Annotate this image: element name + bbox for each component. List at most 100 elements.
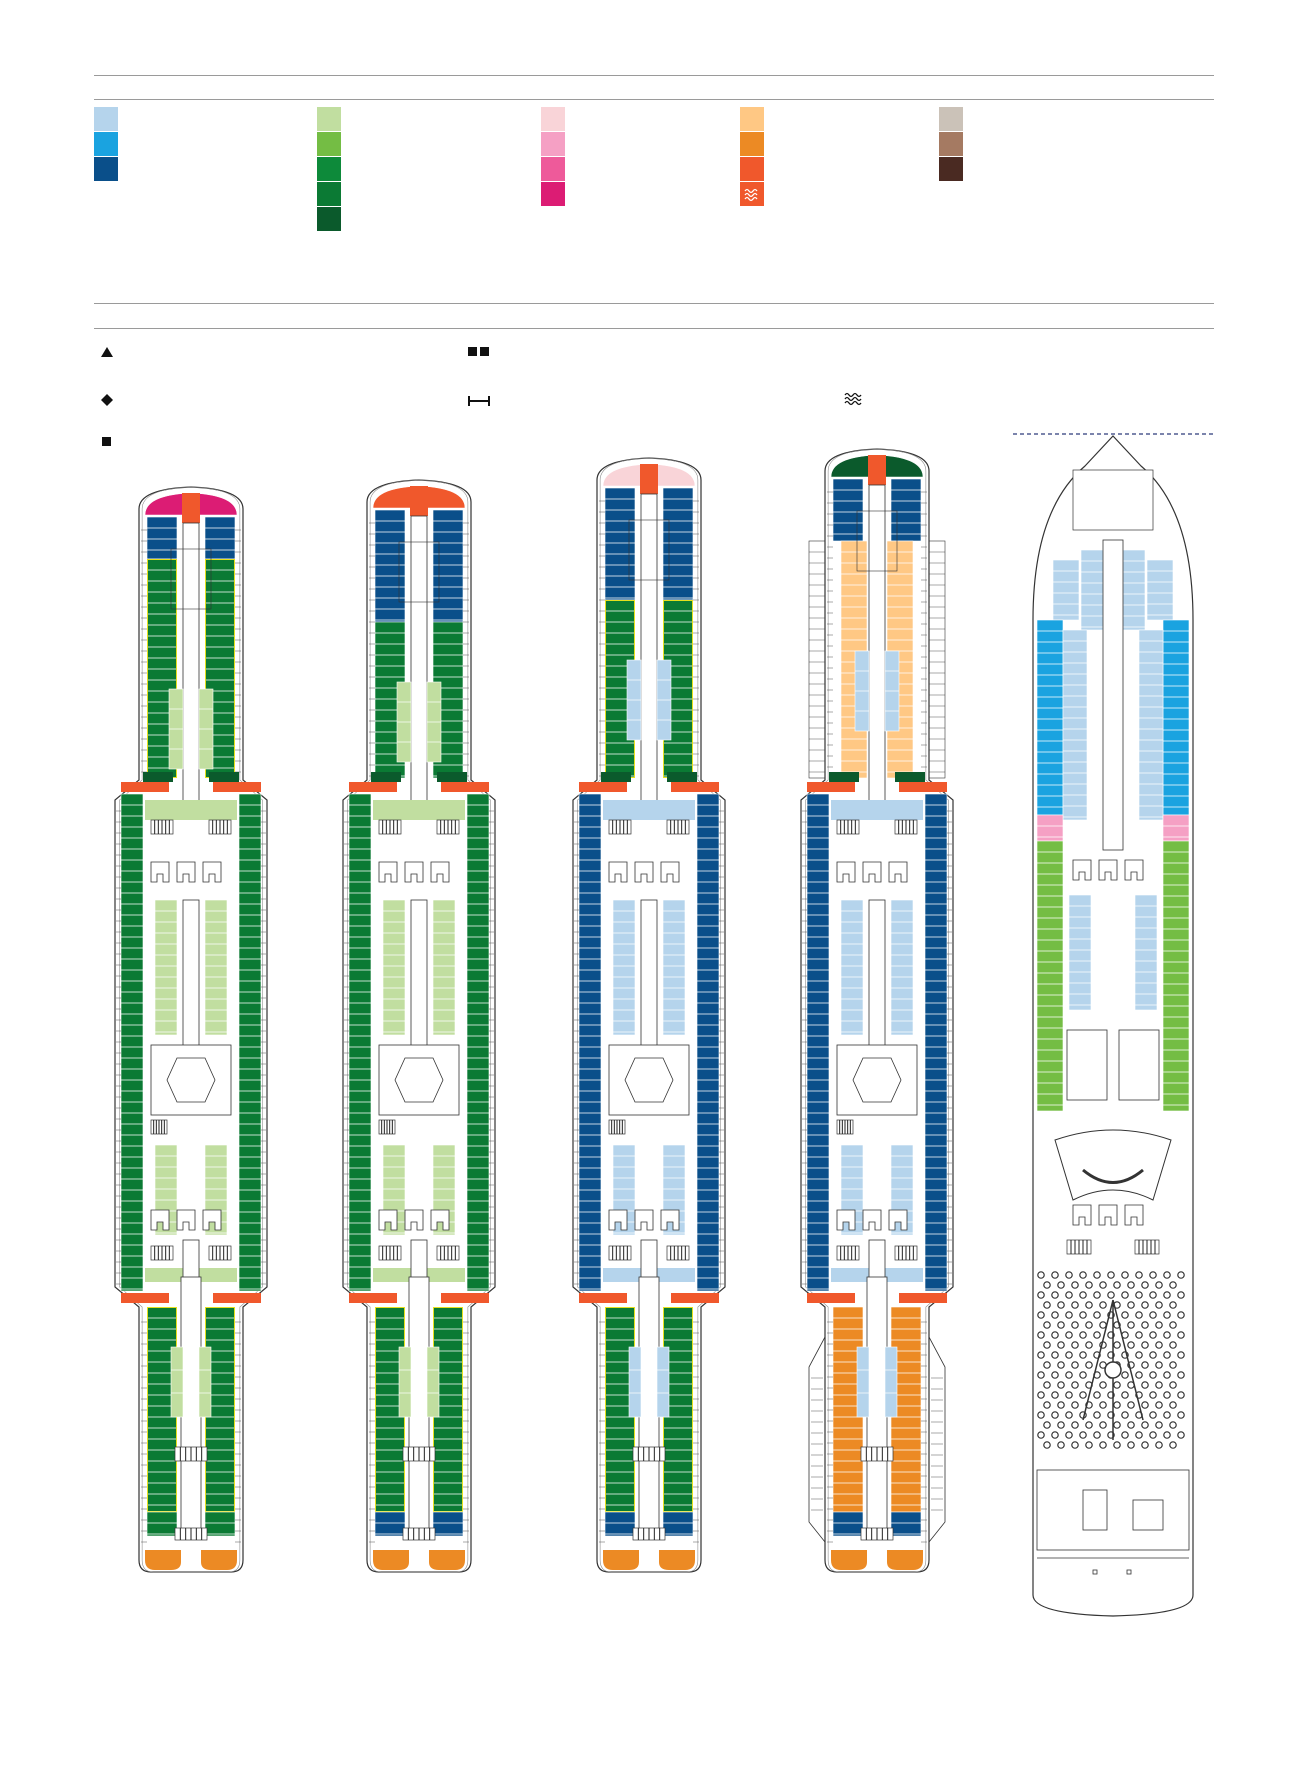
deck-4-fwd-cabins-stbd — [890, 478, 922, 542]
deck-3-outer-cabins-stbd — [696, 793, 720, 1292]
deck-5-fwd-inner-port — [1080, 549, 1104, 631]
deck-3-transition-port-aft — [579, 1293, 627, 1303]
legend-swatch-pink-3 — [541, 157, 565, 181]
deck-5-bow-structure — [1072, 469, 1154, 531]
deck-4-elevators-aft — [836, 1209, 908, 1231]
deck-3-aft-bottom-stbd — [662, 1511, 694, 1537]
deck-4-stairs-stern-2 — [860, 1527, 894, 1541]
deck-5-fwd-cabins-port — [1052, 559, 1080, 621]
deck-5-outer-blue-stbd — [1162, 619, 1190, 816]
legend-swatch-blue-1 — [94, 107, 118, 131]
deck-3-stairs-mid — [608, 1119, 626, 1135]
legend-swatch-green-1 — [317, 107, 341, 131]
deck-3-fwd-inner-stbd — [656, 659, 672, 741]
deck-5-stage — [1082, 1168, 1144, 1184]
wave-icon — [740, 182, 764, 206]
deck-2-elevators-fwd — [378, 861, 450, 883]
deck-1-aft-bottom-stbd — [204, 1511, 236, 1537]
deck-5-mid-inner-port — [1068, 894, 1092, 1011]
legend-top-rule-2 — [94, 99, 1214, 100]
deck-1-outer-cabins-stbd — [238, 793, 262, 1292]
legend-swatch-pink-2 — [541, 132, 565, 156]
deck-4-aft-inner-stbd — [884, 1346, 898, 1418]
deck-5-green-port — [1036, 840, 1064, 1112]
deck-1-aft-bottom-port — [146, 1511, 178, 1537]
deck-4-stairs-aft-stbd — [894, 1245, 918, 1261]
deck-4-outer-cabins-port — [806, 793, 830, 1292]
deck-5 — [1013, 433, 1214, 1617]
deck-4-inner-cabins-port-a — [840, 899, 864, 1036]
deck-1-stairs-fwd-stbd — [208, 819, 232, 835]
deck-1-transition-port-aft — [121, 1293, 169, 1303]
deck-4-transition-stbd-aft — [899, 1293, 947, 1303]
deck-1-stairs-aft-stbd — [208, 1245, 232, 1261]
deck-2-stairs-stern — [402, 1446, 436, 1462]
deck-2-transition-stbd-fwd — [441, 782, 489, 792]
deck-1-transition-stbd-fwd — [213, 782, 261, 792]
deck-1-outer-cabins-port — [120, 793, 144, 1292]
deck-2-outer-cabins-stbd — [466, 793, 490, 1292]
legend-swatch-orange-2 — [740, 132, 764, 156]
deck-4-stairs-fwd-stbd — [894, 819, 918, 835]
deck-2-stern-stbd — [429, 1550, 465, 1570]
deck-4-stairs-mid — [836, 1119, 854, 1135]
deck-2-outer-cabins-port — [348, 793, 372, 1292]
deck-1-fwd-inner-port — [168, 688, 184, 770]
legend-swatch-pink-1 — [541, 107, 565, 131]
legend-swatch-orange-1 — [740, 107, 764, 131]
deck-3-aft-inner-stbd — [656, 1346, 670, 1418]
deck-5-outer-blue-port — [1036, 619, 1064, 816]
deck-3-stairs-fwd-port — [608, 819, 632, 835]
legend-swatch-green-3 — [317, 157, 341, 181]
deck-3-elevators-aft — [608, 1209, 680, 1231]
deck-2-stairs-aft-stbd — [436, 1245, 460, 1261]
deck-1-stairs-fwd-port — [150, 819, 174, 835]
deck-4-fwd-inner-stbd — [884, 650, 900, 732]
deck-4-stairs-stern — [860, 1446, 894, 1462]
deck-3-stern-port — [603, 1550, 639, 1570]
deck-2-fwd-cabins-stbd — [432, 509, 464, 623]
deck-2-transition-stbd-aft — [441, 1293, 489, 1303]
deck-2-stairs-fwd-stbd — [436, 819, 460, 835]
square-icon — [102, 437, 111, 446]
deck-1 — [114, 486, 268, 1573]
deck-1-stairs-stern-2 — [174, 1527, 208, 1541]
deck-2-stairs-mid — [378, 1119, 396, 1135]
deck-1-aft-inner-port — [170, 1346, 184, 1418]
deck-4-transition-stbd-fwd — [899, 782, 947, 792]
deck-3-aft-inner-port — [628, 1346, 642, 1418]
deck-4-transition-port-fwd — [807, 782, 855, 792]
deck-3-aft-bottom-port — [604, 1511, 636, 1537]
connecting-bar-icon — [468, 396, 490, 406]
deck-5-fwd-inner-stbd — [1122, 549, 1146, 631]
deck-1-stern-port — [145, 1550, 181, 1570]
deck-1-stern-stbd — [201, 1550, 237, 1570]
wave-icon — [844, 392, 862, 406]
deck-2-inner-cabins-port-a — [382, 899, 406, 1036]
deck-4-outer-cabins-stbd — [924, 793, 948, 1292]
deck-3-stairs-stern — [632, 1446, 666, 1462]
deck-3-forward-core — [640, 464, 658, 494]
legend-swatch-green-2 — [317, 132, 341, 156]
deck-3-stern-stbd — [659, 1550, 695, 1570]
deck-3-inner-cabins-stbd-a — [662, 899, 686, 1036]
deck-1-elevators-fwd — [150, 861, 222, 883]
deck-5-fwd-cabins-stbd — [1146, 559, 1174, 621]
deck-3-outer-cabins-port — [578, 793, 602, 1292]
deck-2-elevators-aft — [378, 1209, 450, 1231]
deck-3-stairs-aft-port — [608, 1245, 632, 1261]
deck-3-inner-cabins-port-a — [612, 899, 636, 1036]
deck-5-pink-port — [1036, 814, 1064, 842]
deck-4-stairs-aft-port — [836, 1245, 860, 1261]
deck-4-aft-inner-port — [856, 1346, 870, 1418]
deck-3-stairs-stern-2 — [632, 1527, 666, 1541]
deck-4-stern-port — [831, 1550, 867, 1570]
deck-5-aft-rooms — [1036, 1469, 1190, 1575]
deck-3-elevators-fwd — [608, 861, 680, 883]
triangle-icon — [101, 347, 113, 357]
deck-2-aft-bottom-stbd — [432, 1511, 464, 1537]
deck-2-stairs-fwd-port — [378, 819, 402, 835]
deck-3 — [572, 457, 726, 1573]
deck-1-fwd-cabins-port — [146, 516, 178, 560]
deck-3-fwd-inner-port — [626, 659, 642, 741]
